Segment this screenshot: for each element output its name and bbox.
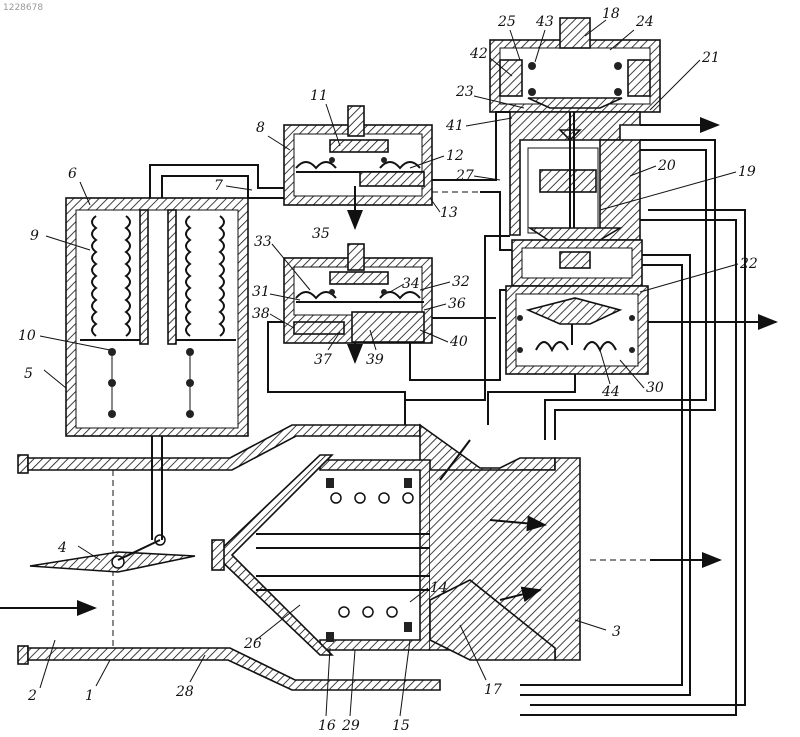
part-label-23: 23: [455, 84, 474, 100]
part-label-40: 40: [449, 334, 468, 350]
valve-stack: [490, 18, 660, 374]
part-label-6: 6: [68, 166, 77, 182]
part-label-36: 36: [448, 296, 466, 312]
part-label-21: 21: [701, 50, 720, 66]
part-label-35: 35: [312, 226, 330, 242]
part-label-19: 19: [738, 164, 756, 180]
upper-capsule: [284, 106, 432, 228]
part-label-10: 10: [18, 328, 36, 344]
part-label-17: 17: [484, 682, 502, 698]
part-label-34: 34: [402, 276, 420, 292]
part-label-2: 2: [27, 688, 37, 704]
part-label-22: 22: [739, 256, 758, 272]
part-label-9: 9: [30, 228, 39, 244]
part-label-29: 29: [341, 718, 360, 734]
part-label-32: 32: [452, 274, 470, 290]
part-label-37: 37: [314, 352, 332, 368]
part-label-11: 11: [310, 88, 328, 104]
part-label-7: 7: [214, 178, 223, 194]
part-label-3: 3: [612, 624, 621, 640]
part-label-38: 38: [252, 306, 270, 322]
part-label-30: 30: [646, 380, 664, 396]
part-label-26: 26: [243, 636, 262, 652]
part-label-4: 4: [57, 540, 67, 556]
part-label-42: 42: [469, 46, 488, 62]
part-label-24: 24: [635, 14, 654, 30]
part-label-16: 16: [318, 718, 336, 734]
watermark-text: 1228678: [3, 3, 43, 13]
part-label-41: 41: [445, 118, 464, 134]
part-label-18: 18: [602, 6, 620, 22]
part-label-20: 20: [657, 158, 676, 174]
part-label-12: 12: [446, 148, 464, 164]
part-label-31: 31: [252, 284, 270, 300]
part-label-14: 14: [430, 580, 448, 596]
part-label-44: 44: [601, 384, 620, 400]
part-label-39: 39: [366, 352, 384, 368]
cone-chamber: [212, 425, 720, 660]
part-label-33: 33: [254, 234, 272, 250]
bellows-housing: [66, 198, 248, 436]
part-label-43: 43: [535, 14, 554, 30]
part-label-5: 5: [24, 366, 33, 382]
part-label-27: 27: [455, 168, 474, 184]
part-label-8: 8: [256, 120, 265, 136]
part-label-13: 13: [440, 205, 458, 221]
part-label-25: 25: [497, 14, 516, 30]
part-label-1: 1: [85, 688, 94, 704]
part-label-28: 28: [175, 684, 194, 700]
part-label-15: 15: [392, 718, 410, 734]
